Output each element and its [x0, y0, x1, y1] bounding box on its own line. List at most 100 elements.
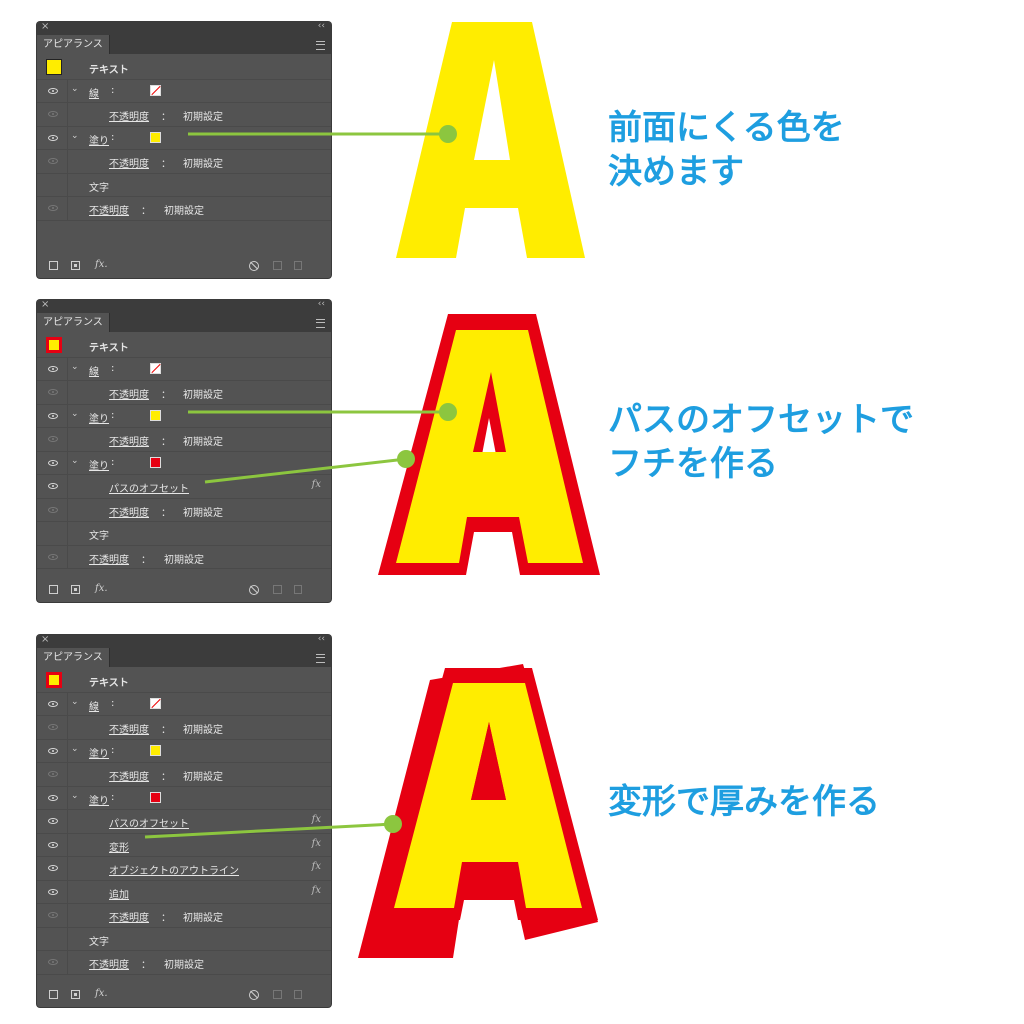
appearance-row[interactable]: ⌄線:: [37, 692, 331, 716]
close-icon[interactable]: ×: [41, 300, 50, 310]
add-fill-icon[interactable]: [71, 585, 80, 594]
clear-appearance-icon[interactable]: [249, 585, 259, 595]
appearance-row[interactable]: 不透明度：初期設定: [37, 498, 331, 522]
trash-icon[interactable]: [294, 990, 302, 999]
effect-fx-icon[interactable]: fx: [311, 837, 321, 849]
appearance-row[interactable]: 不透明度：初期設定: [37, 716, 331, 740]
eye-icon[interactable]: [48, 389, 58, 395]
eye-icon[interactable]: [48, 771, 58, 777]
panel-menu-icon[interactable]: [316, 41, 325, 50]
eye-icon[interactable]: [48, 912, 58, 918]
tab-appearance[interactable]: アピアランス: [37, 313, 110, 332]
appearance-row[interactable]: 不透明度：初期設定: [37, 381, 331, 405]
eye-icon[interactable]: [48, 365, 58, 372]
eye-icon[interactable]: [48, 205, 58, 211]
no-color-swatch[interactable]: [150, 362, 161, 374]
appearance-row[interactable]: 不透明度：初期設定: [37, 103, 331, 127]
effect-fx-icon[interactable]: fx: [311, 861, 321, 872]
fx-menu-icon[interactable]: fx.: [95, 988, 108, 999]
red-color-swatch[interactable]: [150, 456, 161, 468]
effect-fx-icon[interactable]: fx: [311, 814, 321, 825]
no-color-swatch[interactable]: [150, 697, 161, 709]
effect-fx-icon[interactable]: fx: [311, 884, 321, 896]
add-stroke-icon[interactable]: [49, 585, 58, 594]
eye-icon[interactable]: [48, 794, 58, 801]
yellow-color-swatch[interactable]: [150, 409, 161, 421]
panel-menu-icon[interactable]: [316, 654, 325, 663]
eye-icon[interactable]: [48, 724, 58, 730]
add-fill-icon[interactable]: [71, 261, 80, 270]
effect-fx-icon[interactable]: fx: [311, 479, 321, 490]
duplicate-item-icon[interactable]: [273, 990, 282, 999]
appearance-row[interactable]: ⌄線:: [37, 357, 331, 381]
header-row[interactable]: テキスト: [37, 56, 331, 80]
chevron-down-icon[interactable]: ⌄: [71, 790, 79, 801]
eye-icon[interactable]: [48, 888, 58, 895]
appearance-row[interactable]: ⌄塗り:: [37, 451, 331, 475]
eye-icon[interactable]: [48, 134, 58, 141]
eye-icon[interactable]: [48, 553, 58, 560]
eye-icon[interactable]: [48, 158, 58, 164]
duplicate-item-icon[interactable]: [273, 261, 282, 270]
close-icon[interactable]: ×: [41, 635, 50, 645]
fx-menu-icon[interactable]: fx.: [95, 583, 108, 594]
yellow-color-swatch[interactable]: [150, 131, 161, 143]
eye-icon[interactable]: [48, 459, 58, 466]
appearance-row[interactable]: 文字: [37, 173, 331, 197]
chevron-down-icon[interactable]: ⌄: [71, 408, 79, 419]
panel-menu-icon[interactable]: [316, 319, 325, 328]
appearance-row[interactable]: ⌄塗り:: [37, 404, 331, 428]
appearance-row[interactable]: 不透明度：初期設定: [37, 904, 331, 928]
eye-icon[interactable]: [48, 700, 58, 707]
eye-icon[interactable]: [48, 818, 58, 824]
header-row[interactable]: テキスト: [37, 669, 331, 693]
yellow-color-swatch[interactable]: [150, 744, 161, 756]
chevron-down-icon[interactable]: ⌄: [71, 130, 79, 141]
tab-appearance[interactable]: アピアランス: [37, 35, 110, 54]
eye-icon[interactable]: [48, 412, 58, 419]
collapse-icon[interactable]: ‹‹: [317, 300, 325, 309]
close-icon[interactable]: ×: [41, 22, 50, 32]
eye-icon[interactable]: [48, 506, 58, 513]
trash-icon[interactable]: [294, 585, 302, 594]
appearance-row[interactable]: ⌄塗り:: [37, 739, 331, 763]
appearance-row[interactable]: 不透明度：初期設定: [37, 428, 331, 452]
appearance-row[interactable]: 不透明度：初期設定: [37, 545, 331, 569]
appearance-row[interactable]: 不透明度：初期設定: [37, 150, 331, 174]
eye-icon[interactable]: [48, 111, 58, 117]
chevron-down-icon[interactable]: ⌄: [71, 455, 79, 466]
appearance-row[interactable]: ⌄線:: [37, 79, 331, 103]
appearance-row[interactable]: 文字: [37, 927, 331, 951]
eye-icon[interactable]: [48, 865, 58, 871]
chevron-down-icon[interactable]: ⌄: [71, 361, 79, 372]
add-stroke-icon[interactable]: [49, 990, 58, 999]
collapse-icon[interactable]: ‹‹: [317, 635, 325, 644]
red-color-swatch[interactable]: [150, 791, 161, 803]
appearance-row[interactable]: ⌄塗り:: [37, 786, 331, 810]
clear-appearance-icon[interactable]: [249, 261, 259, 271]
add-stroke-icon[interactable]: [49, 261, 58, 270]
eye-icon[interactable]: [48, 841, 58, 848]
eye-icon[interactable]: [48, 436, 58, 442]
eye-icon[interactable]: [48, 747, 58, 754]
collapse-icon[interactable]: ‹‹: [317, 22, 325, 31]
tab-appearance[interactable]: アピアランス: [37, 648, 110, 667]
fx-menu-icon[interactable]: fx.: [95, 259, 108, 270]
appearance-row[interactable]: 不透明度：初期設定: [37, 951, 331, 975]
add-fill-icon[interactable]: [71, 990, 80, 999]
eye-icon[interactable]: [48, 87, 58, 94]
no-color-swatch[interactable]: [150, 84, 161, 96]
appearance-row[interactable]: 不透明度：初期設定: [37, 197, 331, 221]
trash-icon[interactable]: [294, 261, 302, 270]
chevron-down-icon[interactable]: ⌄: [71, 696, 79, 707]
appearance-row[interactable]: 不透明度：初期設定: [37, 763, 331, 787]
appearance-row[interactable]: 文字: [37, 522, 331, 546]
clear-appearance-icon[interactable]: [249, 990, 259, 1000]
header-row[interactable]: テキスト: [37, 334, 331, 358]
chevron-down-icon[interactable]: ⌄: [71, 743, 79, 754]
